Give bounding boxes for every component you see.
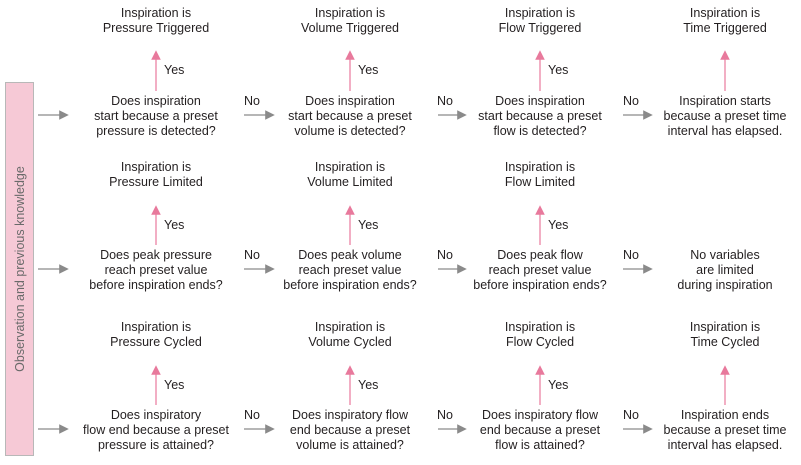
decision-question: Does inspiratory flow end because a pres…: [289, 408, 411, 452]
no-label: No: [437, 248, 453, 262]
decision-question: Does inspiration start because a preset …: [478, 94, 602, 138]
outcome-label: Inspiration is Flow Cycled: [504, 320, 576, 349]
fallback-statement: Inspiration starts because a preset time…: [663, 94, 787, 138]
outcome-label: Inspiration is Flow Limited: [504, 160, 576, 189]
decision-question: Does peak flow reach preset value before…: [473, 248, 607, 292]
decision-question: Does inspiratory flow end because a pres…: [83, 408, 229, 452]
outcome-label: Inspiration is Time Triggered: [683, 6, 767, 35]
outcome-label: Inspiration is Time Cycled: [689, 320, 761, 349]
outcome-label: Inspiration is Pressure Limited: [109, 160, 203, 189]
no-label: No: [437, 408, 453, 422]
outcome-label: Inspiration is Volume Limited: [307, 160, 393, 189]
no-label: No: [437, 94, 453, 108]
yes-label: Yes: [548, 63, 569, 77]
no-label: No: [244, 248, 260, 262]
decision-question: Does inspiration start because a preset …: [94, 94, 218, 138]
yes-label: Yes: [164, 378, 185, 392]
yes-label: Yes: [548, 378, 569, 392]
fallback-statement: Inspiration ends because a preset time i…: [663, 408, 787, 452]
decision-question: Does peak pressure reach preset value be…: [89, 248, 223, 292]
yes-label: Yes: [358, 63, 379, 77]
outcome-label: Inspiration is Volume Triggered: [301, 6, 399, 35]
fallback-statement: No variables are limited during inspirat…: [677, 248, 773, 292]
outcome-label: Inspiration is Volume Cycled: [308, 320, 392, 349]
no-label: No: [623, 94, 639, 108]
yes-label: Yes: [358, 218, 379, 232]
no-label: No: [623, 408, 639, 422]
yes-label: Yes: [164, 218, 185, 232]
no-label: No: [244, 408, 260, 422]
decision-question: Does peak volume reach preset value befo…: [283, 248, 417, 292]
outcome-label: Inspiration is Pressure Triggered: [102, 6, 210, 35]
no-label: No: [623, 248, 639, 262]
outcome-label: Inspiration is Flow Triggered: [498, 6, 582, 35]
decision-question: Does inspiratory flow end because a pres…: [479, 408, 601, 452]
no-label: No: [244, 94, 260, 108]
decision-question: Does inspiration start because a preset …: [288, 94, 412, 138]
observation-sidebar: Observation and previous knowledge: [5, 82, 34, 456]
outcome-label: Inspiration is Pressure Cycled: [110, 320, 202, 349]
yes-label: Yes: [358, 378, 379, 392]
yes-label: Yes: [164, 63, 185, 77]
yes-label: Yes: [548, 218, 569, 232]
